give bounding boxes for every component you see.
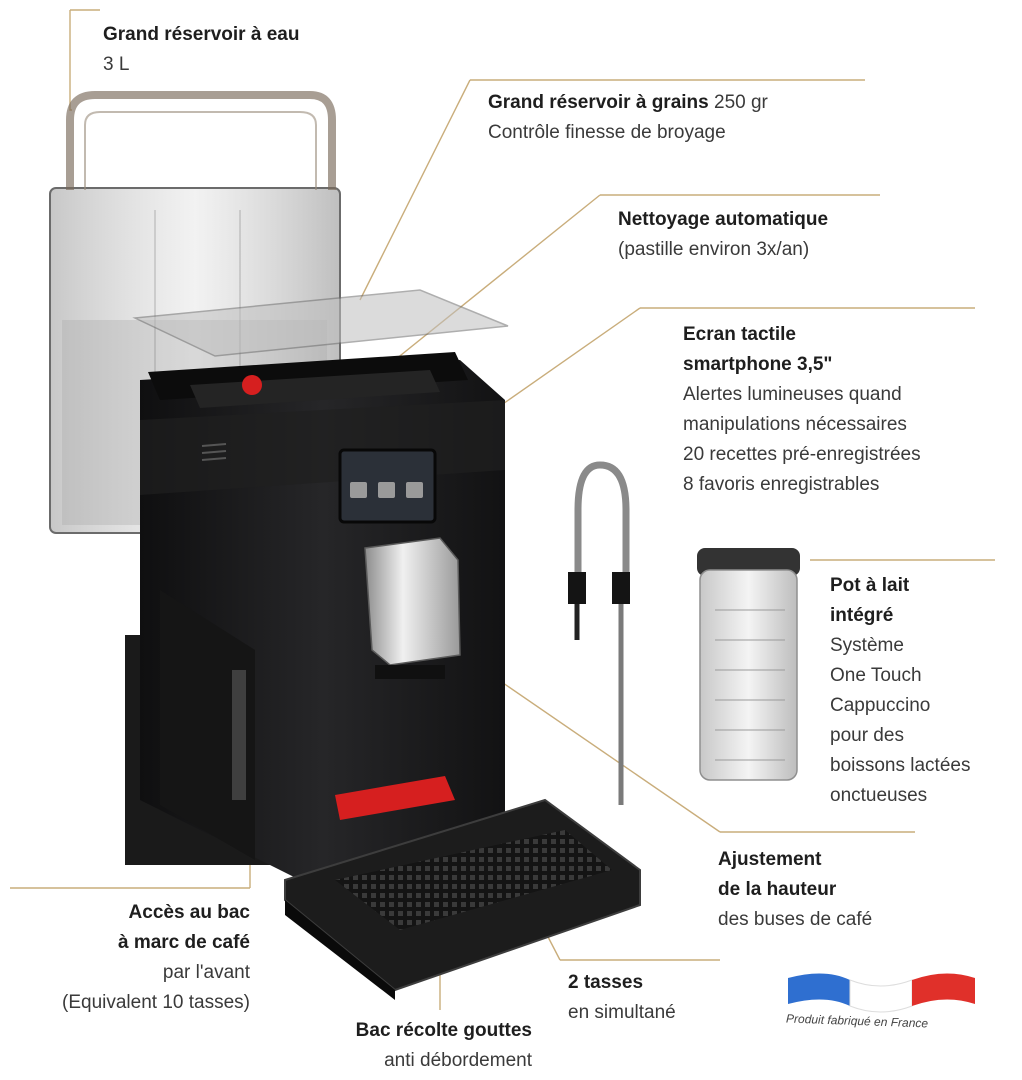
callout-line: One Touch: [830, 665, 922, 686]
callout-screen: Ecran tactile smartphone 3,5" Alertes lu…: [683, 320, 921, 500]
callout-cleaning: Nettoyage automatique (pastille environ …: [618, 205, 828, 265]
callout-title: Bac récolte gouttes: [355, 1020, 532, 1041]
callout-title-line: intégré: [830, 605, 894, 626]
callout-line: (Equivalent 10 tasses): [62, 992, 250, 1013]
callout-milk-jug: Pot à lait intégré Système One Touch Cap…: [830, 571, 970, 811]
callout-line: Système: [830, 635, 904, 656]
callout-height-adjust: Ajustement de la hauteur des buses de ca…: [718, 845, 872, 935]
callout-title-line: Pot à lait: [830, 575, 910, 596]
callout-line: (pastille environ 3x/an): [618, 239, 810, 260]
callout-line: anti débordement: [384, 1050, 532, 1071]
callout-grounds-bin: Accès au bac à marc de café par l'avant …: [62, 898, 250, 1018]
callout-line: en simultané: [568, 1002, 676, 1023]
callout-line: 20 recettes pré-enregistrées: [683, 444, 921, 465]
callout-line: par l'avant: [162, 962, 250, 983]
callout-line: 8 favoris enregistrables: [683, 474, 880, 495]
callout-title: Grand réservoir à grains: [488, 92, 709, 113]
callout-line: manipulations nécessaires: [683, 414, 907, 435]
callout-drip-tray: Bac récolte gouttes anti débordement: [356, 1016, 532, 1076]
callout-two-cups: 2 tasses en simultané: [568, 968, 676, 1028]
milk-tube: [568, 461, 630, 805]
callout-title: Grand réservoir à eau: [103, 24, 300, 45]
callout-title-line: smartphone 3,5": [683, 354, 833, 375]
callout-line: Alertes lumineuses quand: [683, 384, 902, 405]
callout-water-tank: Grand réservoir à eau 3 L: [103, 20, 299, 80]
machine-body: [125, 352, 641, 1000]
callout-title-line: de la hauteur: [718, 879, 837, 900]
callout-line: Contrôle finesse de broyage: [488, 122, 726, 143]
callout-title-line: Ajustement: [718, 849, 822, 870]
callout-line: Cappuccino: [830, 695, 931, 716]
callout-line: des buses de café: [718, 909, 873, 930]
milk-jug: [697, 548, 800, 781]
made-in-france-flag: [788, 973, 975, 1013]
callout-title: 2 tasses: [568, 972, 644, 993]
callout-title-line: à marc de café: [117, 932, 250, 953]
callout-bean-hopper: Grand réservoir à grains 250 gr Contrôle…: [488, 88, 768, 148]
callout-title: Nettoyage automatique: [618, 209, 829, 230]
callout-line: pour des: [830, 725, 904, 746]
callout-line: boissons lactées: [830, 755, 971, 776]
callout-title-line: Accès au bac: [128, 902, 250, 923]
callout-line: onctueuses: [830, 785, 928, 806]
callout-title-suffix: 250 gr: [708, 92, 768, 113]
callout-line: 3 L: [103, 54, 130, 75]
callout-title-line: Ecran tactile: [683, 324, 796, 345]
